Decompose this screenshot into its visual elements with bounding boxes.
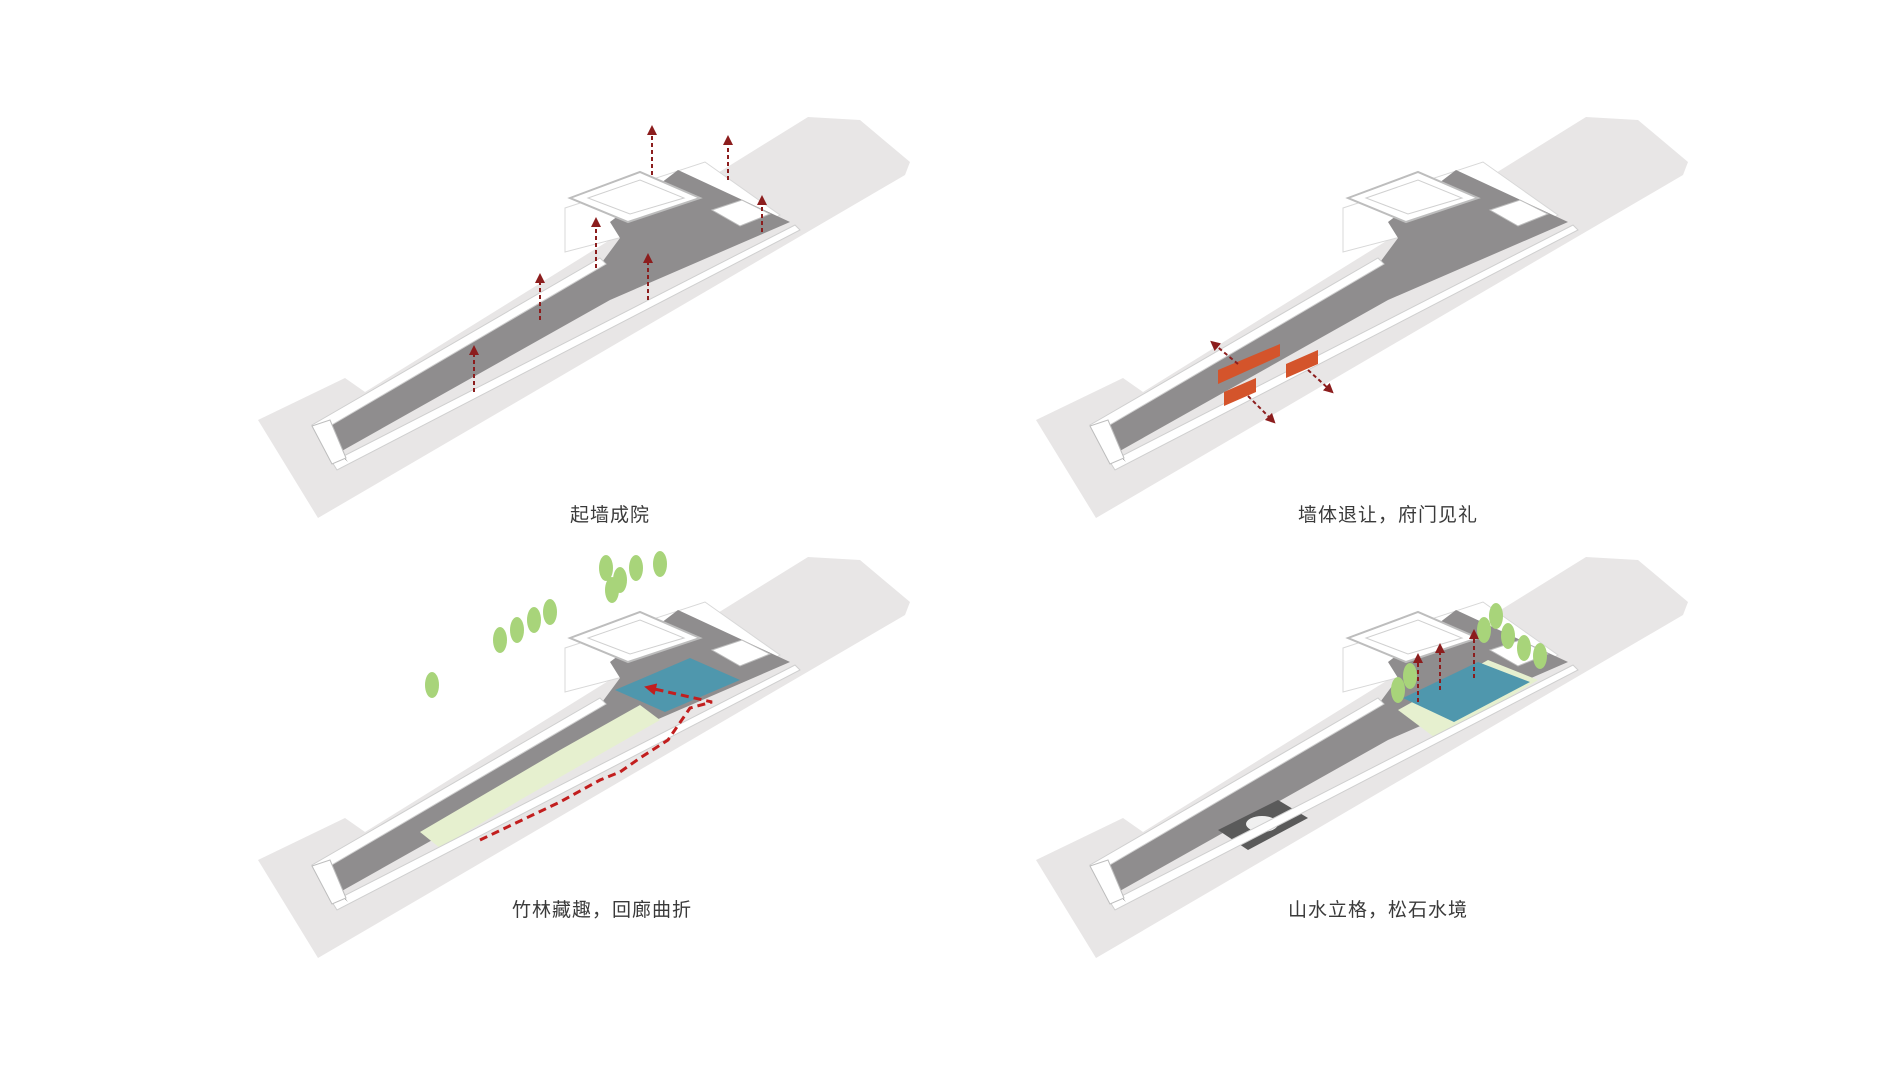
tree: [425, 672, 439, 698]
setback-arrow-2: [1247, 395, 1276, 424]
side-structure: [710, 639, 772, 667]
tree: [605, 577, 619, 603]
entry-cap: [1089, 859, 1125, 905]
entry-cap: [311, 419, 347, 465]
axonometric-diagram-2: [1036, 117, 1688, 518]
gate-wall-lower-right: [1286, 350, 1318, 378]
south-wall: [1109, 224, 1579, 471]
courtyard-path: [318, 170, 790, 452]
tree: [1533, 643, 1547, 669]
bamboo-trees: [425, 551, 667, 698]
entry-cap: [1089, 419, 1125, 465]
side-structure: [1488, 199, 1550, 227]
south-wall: [1109, 664, 1579, 911]
south-wall: [331, 664, 801, 911]
tree: [1501, 623, 1515, 649]
courtyard-path: [1096, 170, 1568, 452]
pavilion-inner: [1364, 619, 1464, 655]
tree: [527, 607, 541, 633]
tree: [493, 627, 507, 653]
side-structure: [710, 199, 772, 227]
pavilion-inner: [1364, 179, 1464, 215]
axonometric-diagram-1: [258, 117, 910, 518]
panel-wall-enclosure: 起墙成院: [0, 0, 944, 540]
water-pool: [615, 658, 740, 712]
entry-cap: [311, 859, 347, 905]
gate-wall-upper: [1218, 344, 1280, 384]
pine-trees: [1391, 603, 1547, 703]
tree: [1517, 635, 1531, 661]
gate-wall-lower-left: [1224, 378, 1256, 406]
panel-landscape-water: 山水立格，松石水境: [778, 440, 1722, 980]
tree: [629, 555, 643, 581]
caption-landscape-water: 山水立格，松石水境: [1287, 899, 1468, 921]
panel-bamboo-corridor: 竹林藏趣，回廊曲折: [0, 440, 944, 980]
caption-wall-enclosure: 起墙成院: [569, 504, 650, 526]
axonometric-diagram-4: [1036, 557, 1688, 958]
tree: [1477, 617, 1491, 643]
axonometric-diagram-3: [258, 551, 910, 958]
pavilion-inner: [586, 619, 686, 655]
caption-wall-setback: 墙体退让，府门见礼: [1297, 504, 1478, 526]
tree: [653, 551, 667, 577]
tree: [543, 599, 557, 625]
caption-bamboo-corridor: 竹林藏趣，回廊曲折: [511, 899, 692, 921]
south-wall: [331, 224, 801, 471]
setback-arrow-3: [1307, 369, 1334, 394]
pavilion-inner: [586, 179, 686, 215]
tree: [1403, 663, 1417, 689]
setback-arrow-1: [1210, 340, 1239, 365]
tree: [510, 617, 524, 643]
tree: [1489, 603, 1503, 629]
tree: [599, 555, 613, 581]
corridor-route: [479, 683, 713, 842]
panel-wall-setback: 墙体退让，府门见礼: [778, 0, 1722, 540]
green-ground: [420, 705, 660, 848]
water-pool: [1403, 662, 1530, 722]
tree: [1391, 677, 1405, 703]
